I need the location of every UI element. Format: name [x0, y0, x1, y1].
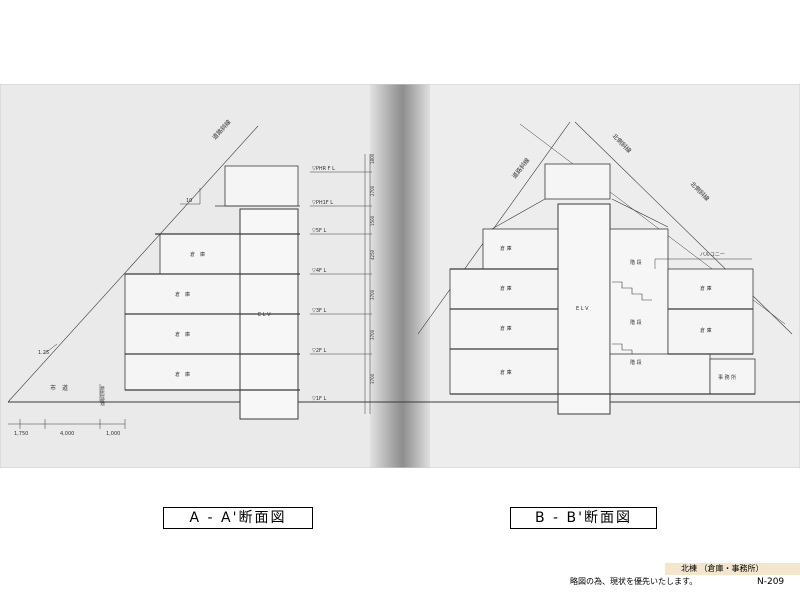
svg-text:3700: 3700	[370, 289, 375, 300]
building-tag: 北棟 （倉庫・事務所）	[665, 563, 800, 575]
svg-text:1,750: 1,750	[14, 431, 28, 437]
section-aa-drawing	[7, 125, 410, 429]
svg-text:倉 庫: 倉 庫	[700, 327, 712, 334]
svg-text:倉 庫: 倉 庫	[190, 251, 205, 258]
svg-text:E L V: E L V	[576, 306, 589, 312]
svg-text:E L V: E L V	[258, 312, 271, 318]
svg-text:階 段: 階 段	[630, 359, 642, 366]
svg-text:10: 10	[186, 198, 192, 204]
svg-text:倉 庫: 倉 庫	[500, 369, 512, 376]
svg-text:階 段: 階 段	[630, 259, 642, 266]
svg-text:▽3F L: ▽3F L	[312, 308, 326, 314]
section-bb-drawing	[410, 121, 800, 415]
svg-text:倉 庫: 倉 庫	[500, 285, 512, 292]
svg-text:▽2F L: ▽2F L	[312, 348, 326, 354]
scanned-drawing-sheet: 道路斜線 10 1.25 E L V 市 道 道路境界線 倉 庫 倉 庫 倉 庫…	[0, 84, 800, 468]
svg-text:事 務 所: 事 務 所	[718, 374, 736, 381]
svg-text:1800: 1800	[370, 153, 375, 164]
svg-text:▽5F L: ▽5F L	[312, 228, 326, 234]
svg-text:1500: 1500	[370, 215, 375, 226]
svg-text:▽1F L: ▽1F L	[312, 396, 326, 402]
section-aa-caption: A - A'断面図	[163, 507, 313, 529]
svg-text:4250: 4250	[370, 249, 375, 260]
svg-text:倉 庫: 倉 庫	[700, 285, 712, 292]
svg-text:3700: 3700	[370, 373, 375, 384]
svg-text:倉 庫: 倉 庫	[175, 291, 190, 298]
svg-text:倉 庫: 倉 庫	[175, 371, 190, 378]
svg-text:2700: 2700	[370, 185, 375, 196]
svg-text:市 道: 市 道	[50, 384, 68, 392]
svg-text:▽4F L: ▽4F L	[312, 268, 326, 274]
svg-text:道路境界線: 道路境界線	[99, 386, 105, 406]
section-bb-caption: B - B'断面図	[510, 507, 657, 529]
svg-text:4,000: 4,000	[60, 431, 74, 437]
svg-text:倉 庫: 倉 庫	[500, 245, 512, 252]
page-number: N-209	[757, 577, 785, 587]
svg-text:1,000: 1,000	[106, 431, 120, 437]
svg-text:▽PHR F L: ▽PHR F L	[312, 166, 335, 172]
svg-text:1.25: 1.25	[38, 350, 49, 356]
disclaimer-note: 略図の為、現状を優先いたします。	[570, 577, 698, 586]
svg-text:3700: 3700	[370, 329, 375, 340]
svg-text:バルコニー: バルコニー	[700, 252, 725, 258]
svg-text:倉 庫: 倉 庫	[175, 331, 190, 338]
svg-text:倉 庫: 倉 庫	[500, 325, 512, 332]
svg-text:階 段: 階 段	[630, 319, 642, 326]
svg-text:▽PH1F L: ▽PH1F L	[312, 200, 333, 206]
